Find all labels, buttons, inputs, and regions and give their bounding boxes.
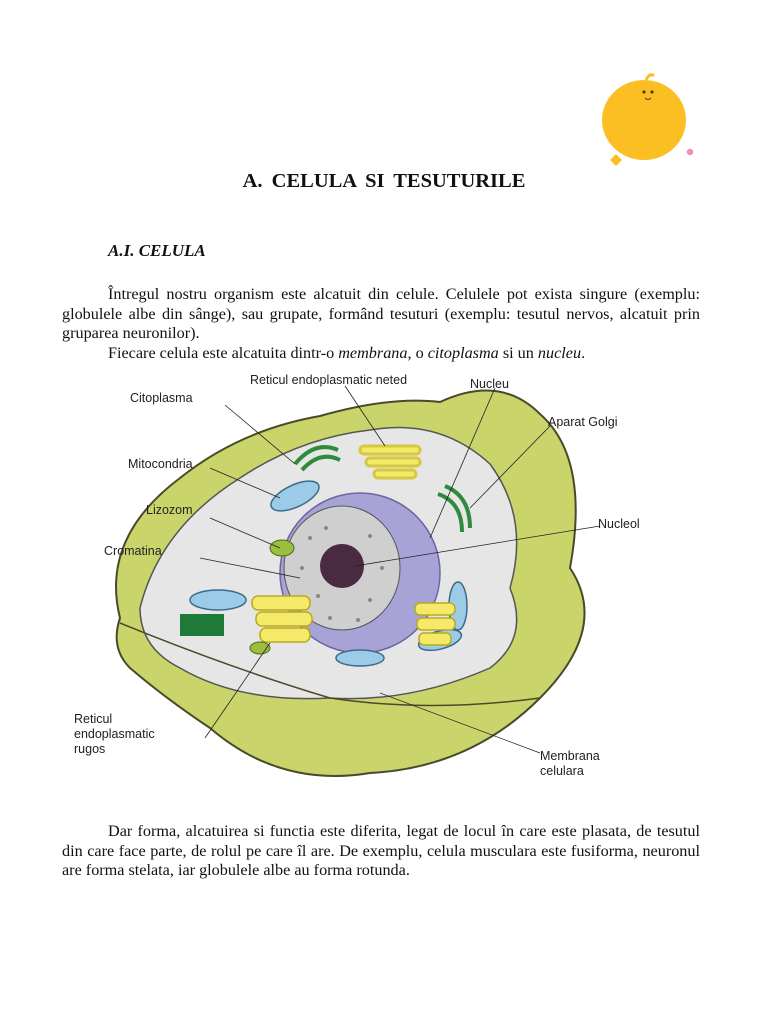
components-prefix: Fiecare celula este alcatuita dintr-o [108,344,338,362]
label-reticul-rugos-2: endoplasmatic [74,727,155,741]
components-sep1: , o [407,344,427,362]
label-membrana-2: celulara [540,764,584,778]
term-membrana: membrana [338,344,407,362]
label-reticul-rugos-3: rugos [74,742,105,756]
label-reticul-neted: Reticul endoplasmatic neted [250,373,407,387]
label-nucleol: Nucleol [598,517,640,531]
page-title: A. CELULA SI TESUTURILE [0,170,768,193]
components-sep2: si un [499,344,538,362]
label-aparat-golgi: Aparat Golgi [548,415,617,429]
cell-diagram: Reticul endoplasmatic neted Nucleu Citop… [70,368,690,788]
components-suffix: . [581,344,585,362]
term-citoplasma: citoplasma [428,344,499,362]
variation-paragraph-text: Dar forma, alcatuirea si functia este di… [62,822,700,879]
variation-paragraph: Dar forma, alcatuirea si functia este di… [62,822,700,881]
label-lizozom: Lizozom [146,503,193,517]
label-cromatina: Cromatina [104,544,162,558]
label-citoplasma: Citoplasma [130,391,193,405]
term-nucleu: nucleu [538,344,581,362]
golgi-stack-left [180,614,224,636]
label-reticul-rugos-1: Reticul [74,712,112,726]
sun-mascot-icon [594,68,704,178]
section-title: A.I. CELULA [108,241,206,261]
intro-paragraph: Întregul nostru organism este alcatuit d… [62,285,700,344]
intro-paragraph-text: Întregul nostru organism este alcatuit d… [62,285,700,342]
components-paragraph: Fiecare celula este alcatuita dintr-o me… [62,344,700,364]
label-mitocondria: Mitocondria [128,457,193,471]
lysosome-shape [270,540,294,556]
label-nucleu: Nucleu [470,377,509,391]
label-membrana-1: Membrana [540,749,600,763]
